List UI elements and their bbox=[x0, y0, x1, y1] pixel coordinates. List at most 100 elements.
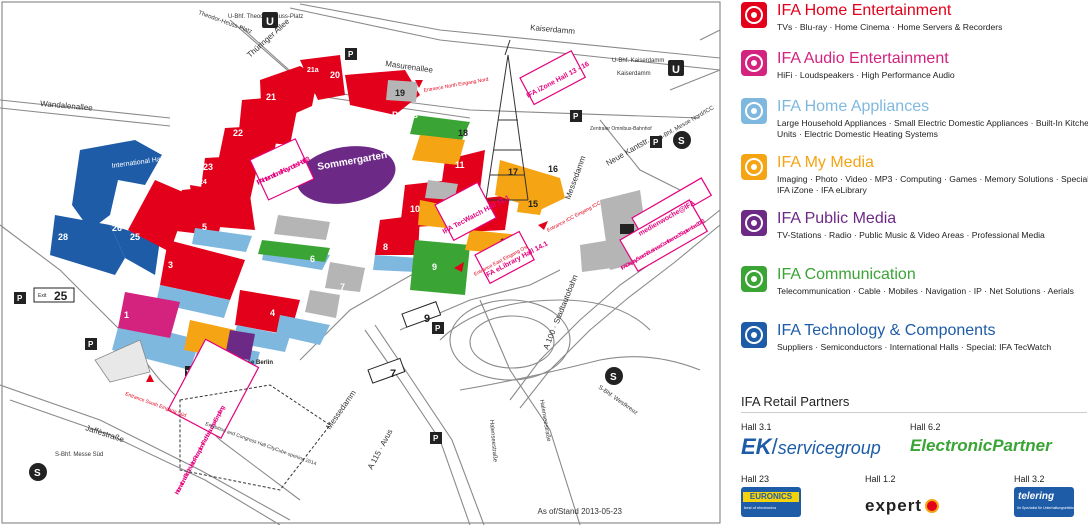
exit-7: 7 bbox=[390, 368, 396, 380]
hall-11: 11 bbox=[455, 160, 465, 170]
legend-category-desc: TVs · Blu-ray · Home Cinema · Home Serve… bbox=[777, 22, 1003, 32]
exit-signs: Exit 25 9 7 bbox=[33, 287, 442, 384]
legend-category-title: IFA Communication bbox=[777, 266, 916, 283]
speaker-icon bbox=[741, 50, 767, 76]
svg-text:P: P bbox=[88, 340, 94, 349]
hall-27: 27 bbox=[122, 262, 132, 272]
hall-5: 5 bbox=[202, 222, 207, 232]
hall-10: 10 bbox=[410, 204, 420, 214]
citycube-area bbox=[179, 384, 331, 491]
my-media-halls bbox=[184, 135, 565, 358]
partner-hall-euronics: Hall 23 bbox=[741, 474, 770, 484]
svg-text:P: P bbox=[17, 294, 23, 303]
hall-19: 19 bbox=[395, 88, 405, 98]
zob-label: Zentraler Omnibus-Bahnhof bbox=[590, 126, 652, 132]
hall-15: 15 bbox=[528, 199, 538, 209]
u-kaiserdamm-label: U-Bhf. Kaiserdamm bbox=[612, 58, 664, 64]
halenseestrasse-label: Halenseestraße bbox=[488, 420, 498, 463]
hall-9: 9 bbox=[432, 262, 437, 272]
appliance-icon bbox=[741, 98, 767, 124]
legend-category-desc: Imaging · Photo · Video · MP3 · Computin… bbox=[777, 174, 1088, 195]
hall-24: 24 bbox=[199, 179, 207, 186]
partner-hall-telering: Hall 3.2 bbox=[1014, 474, 1045, 484]
transit-icons: U U S S S P P P P P P P P TAXI bbox=[14, 12, 691, 481]
legend-category-title: IFA Home Appliances bbox=[777, 98, 930, 115]
chip-icon bbox=[741, 322, 767, 348]
hall-6: 6 bbox=[310, 254, 315, 264]
svg-text:P: P bbox=[435, 324, 441, 333]
partner-hall-ep: Hall 6.2 bbox=[910, 422, 941, 432]
hall-17: 17 bbox=[508, 167, 518, 177]
public-media-halls bbox=[225, 146, 396, 360]
messe-berlin-label: Messe Berlin bbox=[236, 360, 273, 366]
as-of-stand: As of/Stand 2013-05-23 bbox=[537, 507, 622, 516]
play-icon bbox=[741, 154, 767, 180]
hall-8: 8 bbox=[383, 242, 388, 252]
partner-hall-ek: Hall 3.1 bbox=[741, 422, 772, 432]
hall-7: 7 bbox=[340, 282, 345, 292]
hall-25: 25 bbox=[130, 232, 140, 242]
legend-category-desc: TV-Stations · Radio · Public Music & Vid… bbox=[777, 230, 1045, 240]
legend-category-desc: Suppliers · Semiconductors · Internation… bbox=[777, 342, 1052, 352]
legend-category-title: IFA Technology & Components bbox=[777, 322, 996, 339]
palais-label: Palais bbox=[392, 110, 418, 120]
legend-category-desc: Large Household Appliances · Small Elect… bbox=[777, 118, 1088, 139]
svg-text:P: P bbox=[433, 434, 439, 443]
audio-ent-hall bbox=[118, 292, 180, 338]
retail-partners-title: IFA Retail Partners bbox=[741, 394, 850, 409]
hall-numbers: 20 21a 21 22 23 24 25 26 27 28 19 18 17 … bbox=[58, 67, 558, 377]
exit-9: 9 bbox=[424, 313, 430, 325]
hall-28: 28 bbox=[58, 232, 68, 242]
kaiserdamm-right-label: Kaiserdamm bbox=[617, 71, 651, 77]
hall-23: 23 bbox=[203, 162, 213, 172]
svg-text:S: S bbox=[610, 372, 617, 383]
legend-category-desc: HiFi · Loudspeakers · High Performance A… bbox=[777, 70, 955, 80]
s-messe-sued-label: S-Bhf. Messe Süd bbox=[55, 452, 103, 458]
legend-category-title: IFA Audio Entertainment bbox=[777, 50, 949, 67]
communication-halls bbox=[258, 115, 470, 295]
funkturm-tower bbox=[485, 39, 529, 201]
hall-20: 20 bbox=[330, 70, 340, 80]
telering-logo: telering Ihr Spezialist für Unterhaltung… bbox=[1014, 487, 1080, 517]
signal-icon bbox=[741, 266, 767, 292]
hall-1: 1 bbox=[124, 310, 129, 320]
electronicpartner-logo: ElectronicPartner bbox=[910, 436, 1052, 455]
hall-21a: 21a bbox=[307, 67, 319, 74]
hall-18: 18 bbox=[458, 128, 468, 138]
hall-3: 3 bbox=[168, 260, 173, 270]
entrance-markers bbox=[146, 80, 548, 382]
eye-icon bbox=[741, 2, 767, 28]
legend-category-title: IFA My Media bbox=[777, 154, 874, 171]
euronics-logo: EURONICS best of electronics bbox=[741, 487, 801, 517]
svg-text:U: U bbox=[266, 16, 274, 28]
hall-14: 14 bbox=[510, 217, 520, 227]
ek-servicegroup-logo: EK/servicegroup bbox=[741, 434, 881, 459]
exit-25: 25 bbox=[54, 289, 68, 303]
international-halls: International Halls bbox=[50, 140, 168, 275]
hall-21: 21 bbox=[266, 92, 276, 102]
svg-text:S: S bbox=[678, 136, 685, 147]
hall-16: 16 bbox=[548, 164, 558, 174]
partner-hall-expert: Hall 1.2 bbox=[865, 474, 896, 484]
svg-text:P: P bbox=[573, 112, 579, 121]
hall-26: 26 bbox=[112, 223, 122, 233]
broadcast-icon bbox=[741, 210, 767, 236]
svg-text:P: P bbox=[653, 138, 659, 147]
fairground-map: International Halls bbox=[0, 0, 722, 526]
hall-4: 4 bbox=[270, 308, 275, 318]
legend-category-title: IFA Public Media bbox=[777, 210, 897, 227]
svg-text:S: S bbox=[34, 468, 41, 479]
map-canvas: International Halls bbox=[0, 0, 722, 526]
callout-boxes bbox=[167, 49, 713, 439]
divider bbox=[741, 412, 1087, 413]
svg-text:U: U bbox=[672, 64, 680, 76]
kaiserdamm-top-label: Kaiserdamm bbox=[530, 23, 576, 36]
